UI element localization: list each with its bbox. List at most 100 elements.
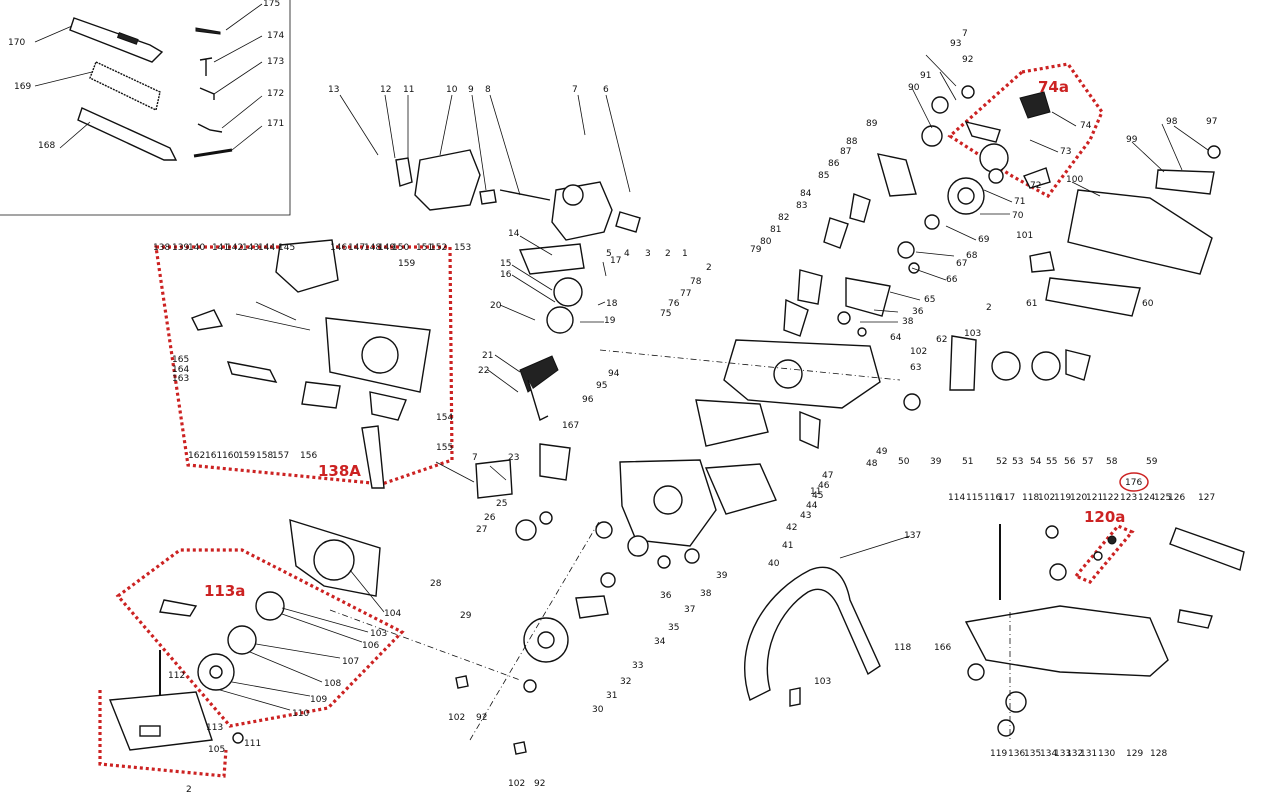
part-19: 19 [604,316,616,326]
part-163: 163 [172,374,189,384]
part-152: 152 [430,243,447,253]
part-106: 106 [362,641,379,651]
part-159: 159 [238,451,255,461]
part-20: 20 [490,301,502,311]
part-105: 105 [208,745,225,755]
part-66: 66 [946,275,958,285]
part-37: 37 [684,605,695,615]
part-142: 142 [226,243,243,253]
part-166: 166 [934,643,951,653]
part-129: 129 [1126,749,1143,759]
part-140: 140 [188,243,205,253]
part-30: 30 [592,705,604,715]
part-58: 58 [1106,457,1118,467]
part-46: 46 [818,481,830,491]
part-92: 92 [962,55,973,65]
part-76: 76 [668,299,680,309]
part-48: 48 [866,459,878,469]
part-29: 29 [460,611,472,621]
label-74a: 74a [1038,78,1069,96]
part-11: 11 [403,85,414,95]
part-147: 147 [348,243,365,253]
part-116: 116 [984,493,1001,503]
part-7: 7 [572,85,578,95]
part-126: 126 [1168,493,1185,503]
part-36b: 36 [912,307,924,317]
part-56: 56 [1064,457,1076,467]
part-153: 153 [454,243,471,253]
part-165: 165 [172,355,189,365]
part-74: 74 [1080,121,1092,131]
part-38: 38 [700,589,712,599]
part-21: 21 [482,351,493,361]
part-60: 60 [1142,299,1154,309]
part-103b: 103 [370,629,387,639]
part-124: 124 [1138,493,1155,503]
part-84: 84 [800,189,812,199]
part-113: 113 [206,723,223,733]
part-149: 149 [378,243,395,253]
part-16: 16 [500,270,512,280]
part-7c: 7 [472,453,478,463]
part-102d: 102 [1038,493,1055,503]
part-47: 47 [822,471,833,481]
part-89: 89 [866,119,878,129]
part-122: 122 [1102,493,1119,503]
group-138a: 138 139 140 141 142 143 144 145 146 147 … [153,239,471,489]
part-159b: 159 [398,259,415,269]
part-168: 168 [38,141,55,151]
group-74a: 74 73 72 74a [947,62,1104,199]
part-114: 114 [948,493,965,503]
part-151: 151 [416,243,433,253]
part-174: 174 [267,31,284,41]
part-156: 156 [300,451,317,461]
part-135: 135 [1024,749,1041,759]
part-35: 35 [668,623,679,633]
part-53: 53 [1012,457,1023,467]
part-42: 42 [786,523,797,533]
part-110: 110 [292,709,309,719]
part-128: 128 [1150,749,1167,759]
part-57: 57 [1082,457,1093,467]
part-8: 8 [485,85,491,95]
part-83: 83 [796,201,807,211]
part-134: 134 [1040,749,1057,759]
part-59: 59 [1146,457,1158,467]
part-133: 133 [1054,749,1071,759]
part-49: 49 [876,447,888,457]
part-132: 132 [1066,749,1083,759]
part-103: 103 [964,329,981,339]
part-39b: 39 [930,457,942,467]
part-54: 54 [1030,457,1042,467]
part-170: 170 [8,38,25,48]
rear-handle-assembly: 114 115 116 117 118 102 119 120 121 122 … [948,493,1245,759]
part-82: 82 [778,213,789,223]
accessories-inset: 175 174 173 172 171 170 169 168 [0,0,291,216]
group-120a: 176 120a [1073,472,1149,584]
part-2b: 2 [986,303,992,313]
part-100: 100 [1066,175,1083,185]
part-96: 96 [582,395,594,405]
part-158: 158 [256,451,273,461]
part-169: 169 [14,82,31,92]
part-69: 69 [978,235,990,245]
part-81: 81 [770,225,781,235]
part-90: 90 [908,83,920,93]
part-62: 62 [936,335,947,345]
part-162: 162 [188,451,205,461]
part-45: 45 [812,491,823,501]
part-103c: 103 [814,677,831,687]
part-141: 141 [212,243,229,253]
part-15: 15 [500,259,511,269]
part-7b: 7 [962,29,968,39]
part-167: 167 [562,421,579,431]
crankcase-upper: 7 93 92 91 90 71 70 69 68 67 66 65 36 38… [660,29,1025,373]
part-123: 123 [1120,493,1137,503]
part-99: 99 [1126,135,1138,145]
part-93: 93 [950,39,961,49]
part-72: 72 [1030,181,1041,191]
part-11b: 11 [810,487,821,497]
part-175: 175 [263,0,280,9]
label-138a: 138A [318,462,361,480]
